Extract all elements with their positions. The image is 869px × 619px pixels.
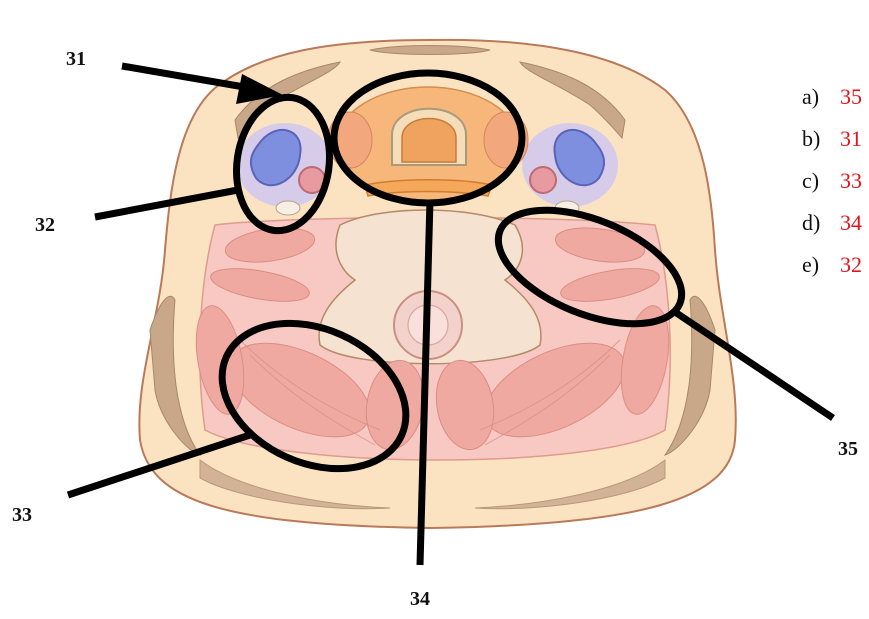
label-33: 33 [12,504,32,526]
option-answer: 33 [840,168,862,193]
option-b: b) 31 [802,126,862,151]
option-answer: 31 [840,126,862,151]
option-letter: d) [802,210,820,235]
label-35: 35 [838,438,858,460]
option-letter: e) [802,252,819,277]
label-32: 32 [35,214,55,236]
option-letter: c) [802,168,819,193]
option-d: d) 34 [802,210,862,235]
option-a: a) 35 [802,84,862,109]
option-answer: 35 [840,84,862,109]
label-34: 34 [410,588,430,610]
label-31: 31 [66,48,86,70]
option-letter: b) [802,126,820,151]
answer-options: a) 35 b) 31 c) 33 d) 34 e) 32 [802,84,862,277]
option-answer: 34 [840,210,862,235]
option-letter: a) [802,84,819,109]
option-e: e) 32 [802,252,862,277]
option-c: c) 33 [802,168,862,193]
option-answer: 32 [840,252,862,277]
